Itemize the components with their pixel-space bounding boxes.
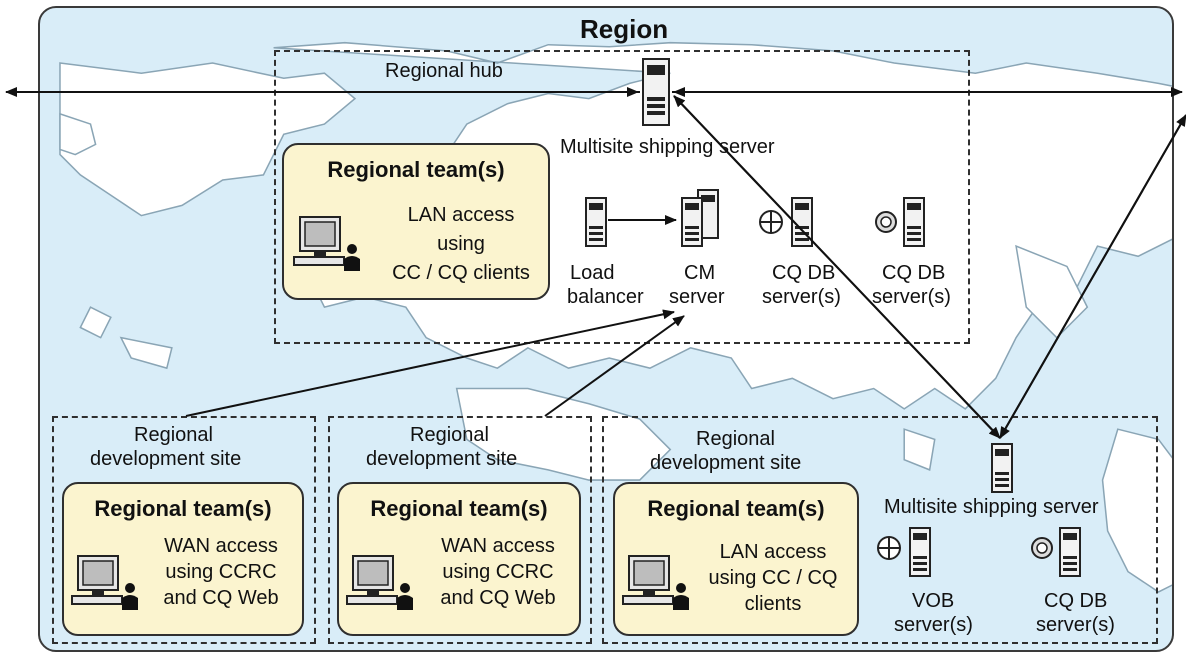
load-balancer-server-icon — [585, 197, 607, 247]
dev-site-1-box — [52, 416, 316, 644]
vob-server-globe-icon — [877, 527, 931, 577]
dev-site-1-title-2: development site — [90, 448, 242, 470]
load-balancer-label-2: balancer — [567, 286, 644, 308]
hub-team-access-3: CC / CQ clients — [392, 262, 530, 284]
cq-db-label-2b: server(s) — [872, 286, 951, 308]
dev-site-3-access-2: using CC / CQ — [708, 567, 838, 589]
dev-site-1-access-3: and CQ Web — [163, 587, 279, 609]
cm-server-icon — [681, 189, 719, 247]
dev-site-3-team-box: Regional team(s) LAN access using CC / C… — [613, 482, 859, 636]
site3-cqdb-label-1: CQ DB — [1044, 590, 1108, 612]
dev-site-2-title-1: Regional — [410, 424, 489, 446]
site3-cqdb-label-2: server(s) — [1036, 614, 1115, 636]
cq-db-server-database-icon — [875, 197, 925, 247]
cq-db-label-1b: server(s) — [762, 286, 841, 308]
vob-label-1: VOB — [912, 590, 955, 612]
vob-label-2: server(s) — [894, 614, 973, 636]
hub-team-access-1: LAN access — [407, 204, 515, 226]
dev-site-3-team-title: Regional team(s) — [647, 496, 825, 521]
load-balancer-label-1: Load — [570, 262, 615, 284]
dev-site-2-title-2: development site — [366, 448, 518, 470]
cq-db-label-1a: CQ DB — [772, 262, 836, 284]
dev-site-2-access-3: and CQ Web — [440, 587, 556, 609]
dev-site-3-access-1: LAN access — [719, 541, 827, 563]
cq-db-server-globe-icon — [759, 197, 813, 247]
dev-site-3-access-3: clients — [744, 593, 802, 615]
cm-server-label-1: CM — [684, 262, 716, 284]
computer-user-icon — [71, 555, 138, 610]
dev-site-2-team-box: Regional team(s) WAN access using CCRC a… — [337, 482, 581, 636]
dev-site-2-box — [328, 416, 592, 644]
hub-team-title: Regional team(s) — [327, 157, 505, 182]
dev-site-1-team-title: Regional team(s) — [94, 496, 272, 521]
dev-site-3-title-2: development site — [650, 452, 802, 474]
dev-site-1-access-2: using CCRC — [165, 561, 277, 583]
hub-shipping-server-label: Multisite shipping server — [560, 136, 775, 158]
computer-user-icon — [346, 555, 413, 610]
region-title: Region — [580, 14, 669, 44]
site3-cq-db-server-icon — [1031, 527, 1081, 577]
dev-site-2-access-2: using CCRC — [442, 561, 554, 583]
hub-team-access-2: using — [437, 233, 485, 255]
dev-site-1-team-box: Regional team(s) WAN access using CCRC a… — [62, 482, 304, 636]
dev-site-1-title-1: Regional — [134, 424, 213, 446]
cm-server-label-2: server — [669, 286, 725, 308]
site3-shipping-server-icon — [991, 443, 1013, 493]
hub-regional-team-box: Regional team(s) LAN access using CC / C… — [282, 143, 550, 300]
dev-site-2-access-1: WAN access — [441, 535, 555, 557]
dev-site-1-access-1: WAN access — [164, 535, 278, 557]
site3-shipping-server-label: Multisite shipping server — [884, 496, 1099, 518]
computer-user-icon — [622, 555, 689, 610]
server-icon — [642, 58, 670, 126]
computer-user-icon — [293, 216, 360, 271]
regional-hub-title: Regional hub — [385, 60, 503, 82]
dev-site-3-title-1: Regional — [696, 428, 775, 450]
cq-db-label-2a: CQ DB — [882, 262, 946, 284]
dev-site-2-team-title: Regional team(s) — [370, 496, 548, 521]
